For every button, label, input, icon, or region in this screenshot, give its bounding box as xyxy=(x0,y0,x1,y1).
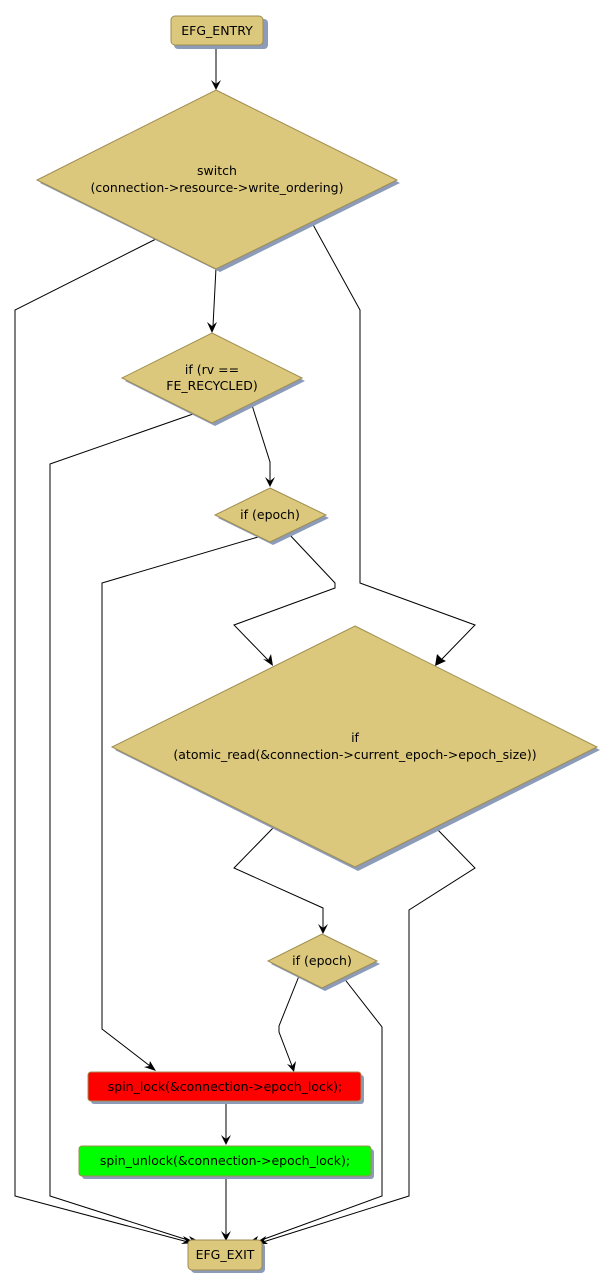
edge-switch-exit xyxy=(14,238,189,1243)
spin-unlock-label: spin_unlock(&connection->epoch_lock); xyxy=(100,1153,350,1168)
edge-if-epoch-2-exit xyxy=(255,976,383,1243)
edge-if-atomic-exit xyxy=(262,827,476,1243)
edge-switch-if-rv xyxy=(212,267,217,327)
switch-label-line-1: switch xyxy=(197,163,237,178)
edge-if-epoch-1-spin-lock xyxy=(101,536,259,1067)
edge-if-atomic-if-epoch-2 xyxy=(233,827,324,928)
spin-lock-node[interactable]: spin_lock(&connection->epoch_lock); xyxy=(87,1071,364,1104)
if-epoch-1-diamond xyxy=(213,487,328,543)
edge-if-epoch-1-if-atomic xyxy=(233,532,336,661)
entry-label: EFG_ENTRY xyxy=(181,23,253,38)
switch-label-line-2: (connection->resource->write_ordering) xyxy=(91,180,344,195)
if-rv-label-line-2: FE_RECYCLED) xyxy=(166,378,257,393)
edge-if-epoch-2-spin-lock xyxy=(278,975,300,1067)
exit-node[interactable]: EFG_EXIT xyxy=(187,1239,265,1273)
spin-lock-box xyxy=(87,1071,362,1102)
if-rv-decision[interactable]: if (rv == FE_RECYCLED) xyxy=(120,332,305,426)
spin-unlock-node[interactable]: spin_unlock(&connection->epoch_lock); xyxy=(78,1145,374,1179)
if-epoch-2-decision[interactable]: if (epoch) xyxy=(266,933,380,991)
arrowhead xyxy=(265,477,275,487)
if-atomic-label-line-2: (atomic_read(&connection->current_epoch-… xyxy=(173,747,536,762)
arrowhead xyxy=(211,80,221,90)
arrowhead xyxy=(435,654,446,666)
edge-switch-if-atomic xyxy=(310,220,476,661)
arrowhead xyxy=(263,654,273,666)
arrowhead xyxy=(207,322,217,333)
spin-unlock-box xyxy=(78,1145,372,1177)
if-rv-label-line-1: if (rv == xyxy=(185,362,239,377)
if-epoch-2-diamond xyxy=(266,933,379,989)
arrowhead xyxy=(221,1135,231,1145)
arrowhead xyxy=(221,1231,231,1241)
exit-box xyxy=(187,1239,263,1271)
exit-label: EFG_EXIT xyxy=(196,1247,255,1262)
switch-decision[interactable]: switch (connection->resource->write_orde… xyxy=(35,89,400,272)
entry-box xyxy=(170,15,264,46)
entry-node[interactable]: EFG_ENTRY xyxy=(170,15,268,49)
arrowhead xyxy=(318,924,328,934)
if-epoch-2-label: if (epoch) xyxy=(292,953,352,968)
edge-if-rv-exit xyxy=(49,413,195,1243)
if-atomic-label-line-1: if xyxy=(351,730,359,745)
if-atomic-decision[interactable]: if (atomic_read(&connection->current_epo… xyxy=(110,625,600,871)
edge-if-rv-if-epoch-1 xyxy=(250,401,271,481)
if-rv-diamond xyxy=(120,332,304,424)
if-epoch-1-decision[interactable]: if (epoch) xyxy=(213,487,329,545)
arrowhead xyxy=(287,1061,296,1072)
if-atomic-diamond xyxy=(110,625,599,868)
arrowhead xyxy=(144,1061,156,1071)
switch-diamond xyxy=(35,89,399,270)
spin-lock-label: spin_lock(&connection->epoch_lock); xyxy=(108,1079,342,1094)
if-epoch-1-label: if (epoch) xyxy=(240,507,300,522)
